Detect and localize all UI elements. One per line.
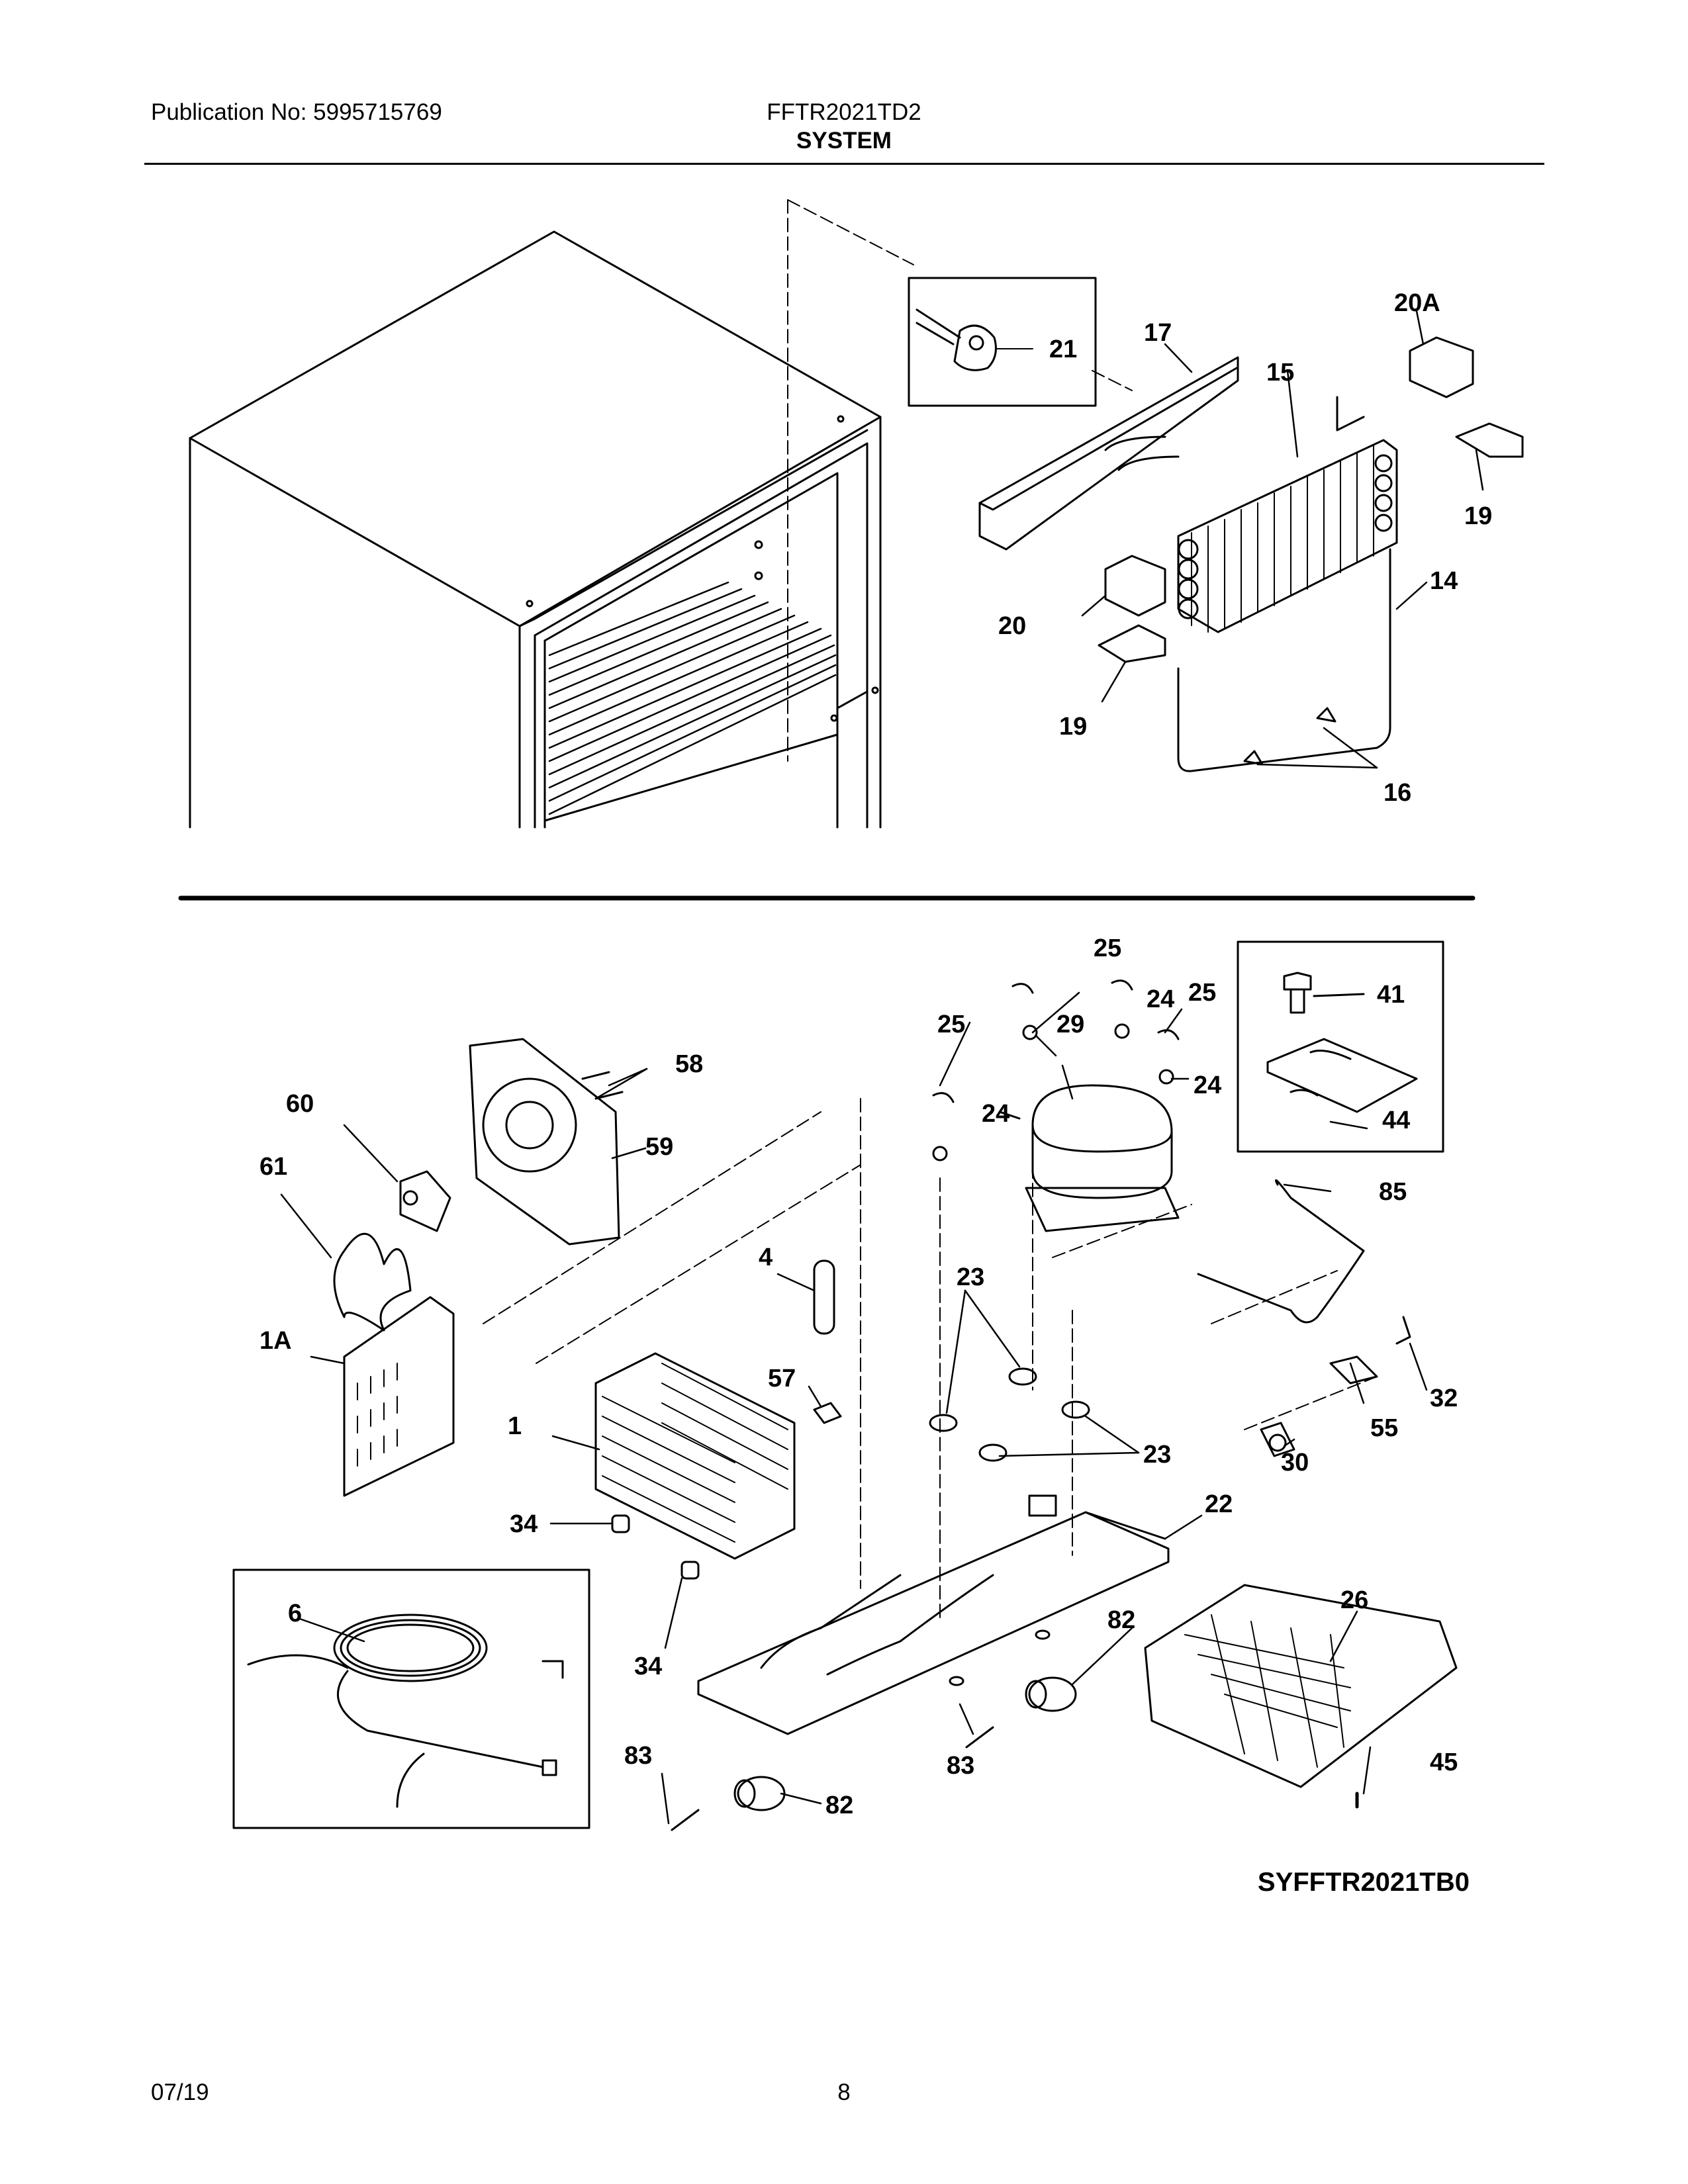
callout-17: 17 — [1144, 319, 1172, 347]
drawing-code: SYFFTR2021TB0 — [1257, 1868, 1470, 1897]
callout-32: 32 — [1430, 1385, 1458, 1412]
callout-85: 85 — [1379, 1178, 1407, 1206]
callout-44: 44 — [1382, 1107, 1410, 1134]
condenser-coil — [594, 1352, 796, 1580]
cabinet-drawing — [189, 199, 1133, 829]
callout-58: 58 — [675, 1050, 703, 1078]
callout-24-top: 24 — [1147, 985, 1174, 1013]
inset-power-cord-6 — [232, 1569, 590, 1829]
drier-and-parts — [813, 1179, 1411, 1462]
callout-83-right: 83 — [947, 1752, 974, 1780]
callout-82-right: 82 — [1107, 1606, 1135, 1634]
callout-61: 61 — [259, 1153, 287, 1181]
callout-25-left: 25 — [937, 1011, 965, 1038]
model-number: FFTR2021TD2 — [767, 99, 921, 125]
inset-clamp-21 — [908, 277, 1097, 407]
publication-number: Publication No: 5995715769 — [151, 99, 442, 125]
callout-83-left: 83 — [624, 1742, 652, 1770]
callout-45: 45 — [1430, 1749, 1458, 1776]
callout-59: 59 — [645, 1133, 673, 1161]
header-rule — [144, 163, 1544, 165]
callout-16: 16 — [1383, 779, 1411, 807]
callout-23-lower: 23 — [1143, 1441, 1171, 1469]
section-title: SYSTEM — [796, 128, 892, 154]
callout-15: 15 — [1266, 359, 1294, 387]
callout-6: 6 — [288, 1600, 302, 1627]
drain-pan — [1144, 1584, 1458, 1809]
callout-60: 60 — [286, 1090, 314, 1118]
callout-1: 1 — [508, 1412, 522, 1440]
callout-25-right: 25 — [1188, 979, 1216, 1007]
callout-14: 14 — [1430, 567, 1458, 595]
callout-21: 21 — [1049, 336, 1077, 363]
fan-assembly — [333, 1038, 624, 1497]
callout-24-right: 24 — [1194, 1071, 1221, 1099]
callout-19-upper: 19 — [1464, 502, 1492, 530]
evaporator-assembly — [978, 336, 1524, 772]
callout-1A: 1A — [259, 1327, 292, 1355]
callout-23-upper: 23 — [957, 1263, 984, 1291]
callout-25-top: 25 — [1094, 934, 1121, 962]
callout-41: 41 — [1377, 981, 1405, 1009]
page-number: 8 — [837, 2079, 851, 2105]
callout-26: 26 — [1340, 1586, 1368, 1614]
inset-bracket-41-44 — [1237, 940, 1444, 1153]
compressor — [932, 979, 1180, 1232]
callout-34-upper: 34 — [510, 1510, 538, 1538]
callout-19-lower: 19 — [1059, 713, 1087, 741]
callout-20: 20 — [998, 612, 1026, 640]
callout-57: 57 — [768, 1365, 796, 1392]
callout-29: 29 — [1056, 1011, 1084, 1038]
base-pan — [697, 1494, 1170, 1735]
publication-date: 07/19 — [151, 2079, 209, 2105]
callout-22: 22 — [1205, 1490, 1233, 1518]
callout-24-left: 24 — [982, 1100, 1009, 1128]
callout-30: 30 — [1281, 1449, 1309, 1477]
callout-82-left: 82 — [825, 1792, 853, 1819]
callout-34-lower: 34 — [634, 1653, 662, 1680]
callout-55: 55 — [1370, 1414, 1398, 1442]
callout-4: 4 — [759, 1244, 773, 1271]
callout-20A: 20A — [1394, 289, 1440, 317]
rollers-and-screws — [671, 1676, 1077, 1831]
